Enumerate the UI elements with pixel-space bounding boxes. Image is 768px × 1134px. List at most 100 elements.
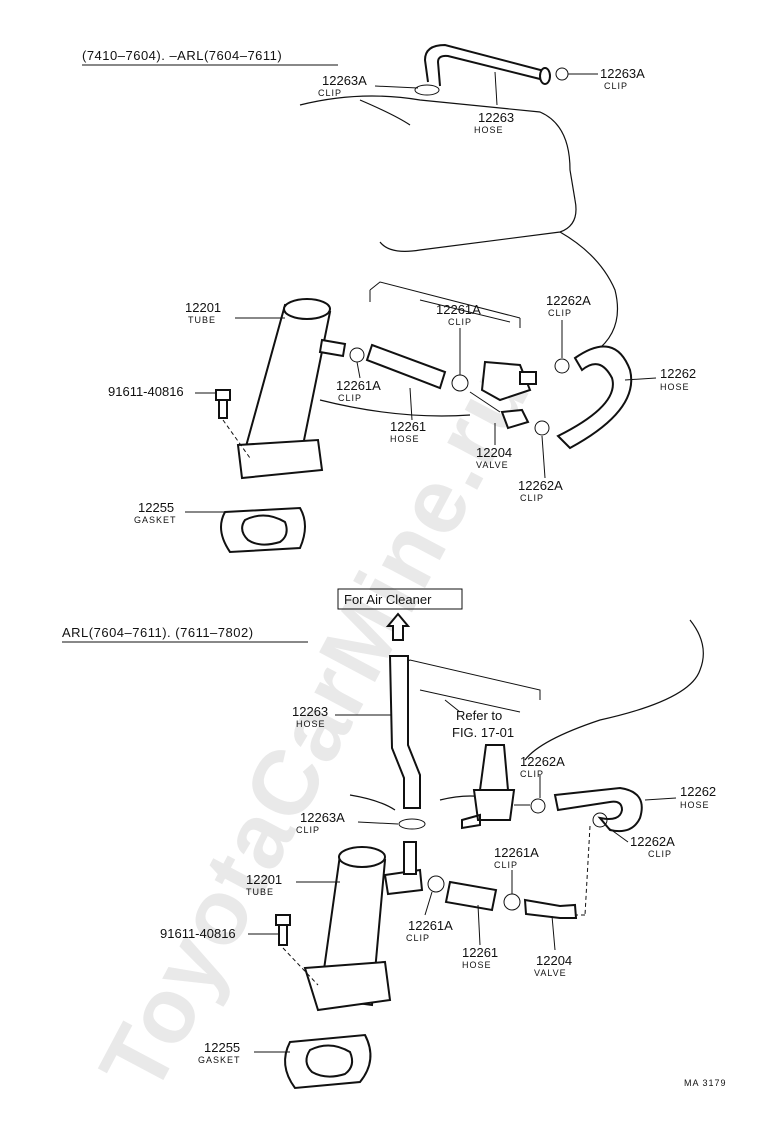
callout-12261a-right-top-part: 12261A: [436, 302, 481, 317]
callout-12261a-left-top-part: 12261A: [336, 378, 381, 393]
leader-12262a-right-bottom: [605, 825, 629, 843]
leader-12263a-bottom: [357, 821, 399, 825]
section-bottom: ARL(7604–7611). (7611–7802) For Air Clea…: [62, 588, 704, 1090]
valve-12204-top: [500, 408, 530, 430]
refer-leader: [444, 699, 461, 713]
refer-line2: FIG. 17-01: [452, 725, 514, 740]
leader-12261a-left-top: [356, 361, 361, 379]
callout-12204-bottom-desc: VALVE: [534, 968, 567, 978]
hose-12261-bottom: [444, 880, 498, 912]
gasket-12255-top: [220, 506, 306, 554]
clip-12261a-right-top: [451, 374, 469, 392]
valve-stub-top: [519, 371, 537, 385]
callout-91611-top-part: 91611-40816: [108, 384, 184, 399]
callout-12261a-right-bottom-desc: CLIP: [494, 860, 518, 870]
hose-12263-bottom: [388, 655, 421, 809]
air-cleaner-arrow: [385, 612, 411, 641]
callout-12263-top-desc: HOSE: [474, 125, 504, 135]
hose-12261-top: [365, 343, 447, 390]
callout-12263-bottom-part: 12263: [292, 704, 328, 719]
callout-12201-bottom-part: 12201: [246, 872, 282, 887]
refer-line1: Refer to: [456, 708, 502, 723]
callout-12201-bottom-desc: TUBE: [246, 887, 274, 897]
callout-12262a-right-bottom-desc: CLIP: [648, 849, 672, 859]
callout-12261a-left-top-desc: CLIP: [338, 393, 362, 403]
callout-12261a-left-bottom-part: 12261A: [408, 918, 453, 933]
callout-12261a-right-bottom-part: 12261A: [494, 845, 539, 860]
valve-body-top: [480, 360, 532, 402]
leader-12204-bottom: [551, 915, 556, 951]
callout-12263a-right-top-desc: CLIP: [604, 81, 628, 91]
callout-12261-top-desc: HOSE: [390, 434, 420, 444]
callout-12262-bottom-part: 12262: [680, 784, 716, 799]
air-cleaner-label: For Air Cleaner: [344, 592, 432, 607]
callout-12204-bottom-part: 12204: [536, 953, 572, 968]
callout-12262a-right-bottom-part: 12262A: [630, 834, 675, 849]
callout-12201-top-desc: TUBE: [188, 315, 216, 325]
hose-12263-end-top: [539, 67, 551, 85]
engine-outline-top: [299, 95, 619, 417]
callout-12204-top-part: 12204: [476, 445, 512, 460]
callout-12263a-bottom-desc: CLIP: [296, 825, 320, 835]
callout-12262a-upper-top-desc: CLIP: [548, 308, 572, 318]
fitting-bottom: [461, 744, 516, 830]
section-header-bottom: ARL(7604–7611). (7611–7802): [62, 625, 254, 640]
leader-12261-top: [409, 387, 413, 421]
leader-12263-top: [494, 71, 498, 106]
bolt-91611-bottom: [248, 914, 319, 986]
callout-12201-top-part: 12201: [185, 300, 221, 315]
callout-12255-bottom-desc: GASKET: [198, 1055, 241, 1065]
valve-12204-bottom: [523, 898, 578, 919]
tube-12201-bottom: [296, 841, 424, 1012]
callout-12262-top-desc: HOSE: [660, 382, 690, 392]
callout-12262a-upper-top-part: 12262A: [546, 293, 591, 308]
clip-12262a-left-bottom: [530, 798, 546, 814]
callout-12262a-lower-top-part: 12262A: [518, 478, 563, 493]
clip-12261a-left-bottom: [427, 875, 445, 893]
valve-cover-top: [369, 281, 521, 328]
leader-12262-bottom: [644, 797, 677, 801]
callout-12261-bottom-part: 12261: [462, 945, 498, 960]
leader-12262a-lower-top: [541, 435, 546, 479]
callout-12262-top-part: 12262: [660, 366, 696, 381]
callouts-bottom: 12263 HOSE 12262A CLIP 12262 HOSE 12263A…: [160, 704, 716, 1065]
leader-12261-bottom: [477, 904, 481, 946]
callout-12262a-left-bottom-desc: CLIP: [520, 769, 544, 779]
callout-12263a-right-top-part: 12263A: [600, 66, 645, 81]
gasket-12255-bottom: [284, 1033, 372, 1090]
clip-12263a-left-top: [414, 84, 440, 96]
callout-12261a-left-bottom-desc: CLIP: [406, 933, 430, 943]
callout-12263a-left-top-part: 12263A: [322, 73, 367, 88]
leader-12263a-left-top: [374, 85, 419, 89]
callout-12263a-bottom-part: 12263A: [300, 810, 345, 825]
leader-12262-top: [624, 377, 657, 381]
callouts-top: 12263A CLIP 12263A CLIP 12263 HOSE 12201…: [108, 66, 696, 525]
air-cleaner-box: [337, 588, 463, 610]
leader-12261a-left-bottom: [424, 891, 433, 916]
hose-12262-top: [556, 345, 633, 450]
callout-12263-top-part: 12263: [478, 110, 514, 125]
callout-12262a-lower-top-desc: CLIP: [520, 493, 544, 503]
section-top: (7410–7604). –ARL(7604–7611): [82, 43, 657, 554]
callout-12262-bottom-desc: HOSE: [680, 800, 710, 810]
section-header-top: (7410–7604). –ARL(7604–7611): [82, 48, 282, 63]
callout-12255-bottom-part: 12255: [204, 1040, 240, 1055]
hose-12263-top: [423, 43, 549, 87]
callout-12261a-right-top-desc: CLIP: [448, 317, 472, 327]
tube-12201-top: [235, 298, 347, 480]
dash-valve-to-hose: [584, 825, 591, 916]
callout-12261-top-part: 12261: [390, 419, 426, 434]
callout-12263-bottom-desc: HOSE: [296, 719, 326, 729]
hose-12262-bottom: [553, 786, 643, 833]
clip-12262a-upper-top: [554, 358, 570, 374]
clip-12262a-lower-top: [534, 420, 550, 436]
clip-12263a-bottom: [398, 818, 426, 830]
clip-12261a-right-bottom: [503, 893, 521, 911]
callout-12255-top-part: 12255: [138, 500, 174, 515]
callout-12204-top-desc: VALVE: [476, 460, 509, 470]
callout-12261-bottom-desc: HOSE: [462, 960, 492, 970]
callout-12263a-left-top-desc: CLIP: [318, 88, 342, 98]
callout-12255-top-desc: GASKET: [134, 515, 177, 525]
valve-connector-top: [469, 391, 501, 413]
clip-12261a-left-top: [349, 347, 365, 363]
